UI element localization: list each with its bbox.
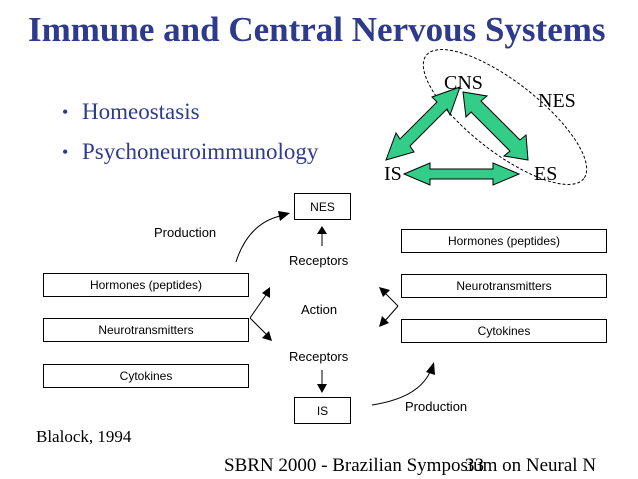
left-production-curve	[235, 215, 281, 263]
cns-is-double-arrow	[385, 86, 461, 161]
left-top-chevron-arrowhead-icon	[262, 287, 270, 298]
receptors-down-arrowhead-icon	[317, 384, 327, 393]
bullet-text: Psychoneuroimmunology	[82, 139, 319, 164]
action-label: Action	[301, 302, 338, 317]
receptors-up-arrowhead-icon	[317, 226, 327, 234]
left-production-arrowhead-icon	[278, 211, 290, 221]
left-top-chevron-line	[249, 291, 269, 319]
left-bottom-chevron-arrowhead-icon	[262, 331, 272, 341]
bullet-text: Homeostasis	[82, 99, 200, 124]
right-hormones-box: Hormones (peptides)	[401, 229, 607, 253]
bullet-dot-icon: •	[62, 141, 69, 162]
nes-box: NES	[294, 193, 351, 220]
bullet-item: • Homeostasis	[62, 92, 318, 132]
right-cytokines-box: Cytokines	[401, 319, 607, 343]
right-production-curve	[371, 371, 431, 406]
cns-label: CNS	[444, 72, 483, 94]
footer-text: SBRN 2000 - Brazilian Symposium on Neura…	[224, 455, 597, 476]
left-production-label: Production	[154, 225, 217, 240]
is-label: IS	[384, 163, 402, 185]
right-production-label: Production	[405, 399, 468, 414]
left-neurotransmitters-box: Neurotransmitters	[43, 318, 249, 342]
left-hormones-box: Hormones (peptides)	[43, 273, 249, 297]
bullet-item: • Psychoneuroimmunology	[62, 132, 318, 172]
is-es-double-arrow	[402, 162, 521, 186]
right-bottom-chevron-line	[383, 305, 399, 323]
right-bottom-chevron-arrowhead-icon	[379, 316, 389, 327]
slide-title: Immune and Central Nervous Systems	[28, 10, 606, 49]
left-bottom-chevron-line	[249, 317, 269, 337]
right-top-chevron-arrowhead-icon	[379, 287, 390, 297]
receptors-bottom-label: Receptors	[289, 349, 349, 364]
right-top-chevron-line	[383, 291, 399, 307]
bullet-list: • Homeostasis • Psychoneuroimmunology	[62, 92, 318, 172]
right-production-arrowhead-icon	[426, 362, 435, 375]
es-label: ES	[534, 163, 558, 185]
left-cytokines-box: Cytokines	[43, 364, 249, 388]
bullet-dot-icon: •	[62, 101, 69, 122]
right-neurotransmitters-box: Neurotransmitters	[401, 274, 607, 298]
citation: Blalock, 1994	[36, 427, 132, 446]
nes-ellipse-label: NES	[538, 90, 576, 112]
page-number: 33	[465, 455, 484, 476]
cns-es-double-arrow	[462, 91, 529, 161]
is-box: IS	[294, 397, 351, 424]
receptors-top-label: Receptors	[289, 253, 349, 268]
